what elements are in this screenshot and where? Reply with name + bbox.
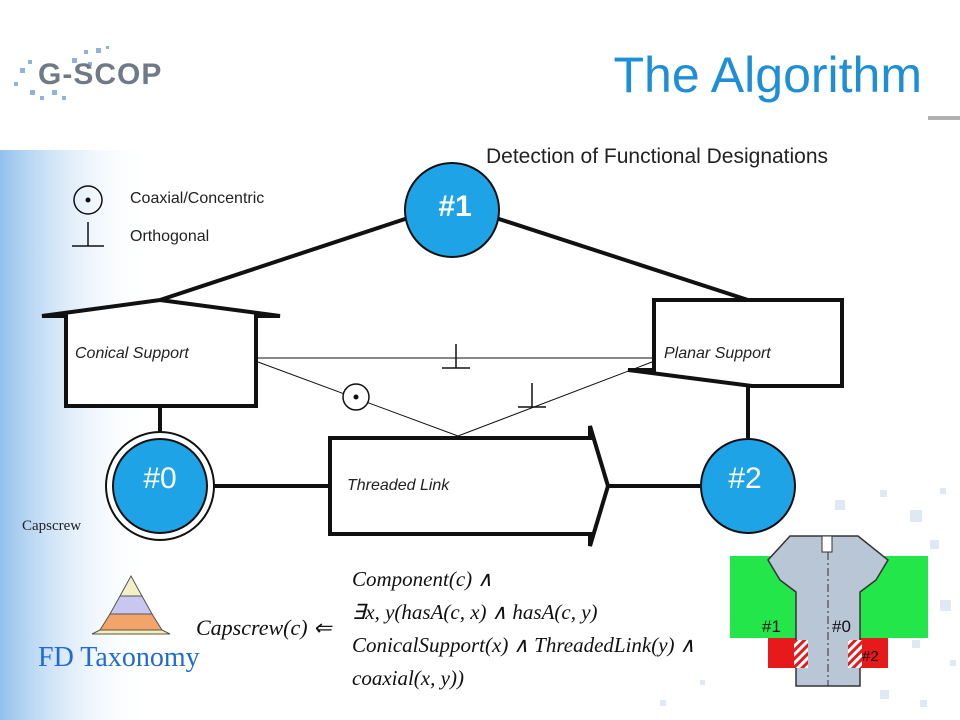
formula-line-4: coaxial(x, y)) [352,666,464,690]
logo-dots [14,46,109,100]
threaded-link-label: Threaded Link [347,477,450,494]
fd-taxonomy-label: FD Taxonomy [38,642,200,673]
coaxial-marker [342,383,370,411]
node-0-label: #0 [143,462,177,495]
orthogonal-legend-symbol [72,222,104,247]
logo-text: G-SCOP [38,58,163,91]
formula-lhs: Capscrew(c) ⇐ [196,615,332,640]
assembly-label-0: #0 [832,617,851,636]
coaxial-legend-symbol [73,185,103,215]
planar-support-label: Planar Support [664,345,771,362]
assembly-label-1: #1 [762,617,781,636]
formula-line-2: ∃x, y(hasA(c, x) ∧ hasA(c, y) [352,600,598,624]
page-title: The Algorithm [613,47,922,103]
formula-line-1: Component(c) ∧ [352,567,493,591]
assembly-cross-section [730,535,928,687]
node-1 [404,162,500,258]
subtitle: Detection of Functional Designations [486,145,829,168]
node-1-label: #1 [438,190,472,223]
orthogonal-marker-top [442,344,470,369]
threaded-link-shape [328,425,611,547]
legend-orthogonal-label: Orthogonal [130,228,210,245]
conical-support-shape [41,297,281,408]
node-2 [700,438,796,534]
planar-support-shape [627,298,844,388]
relation-lines [257,357,653,437]
taxonomy-pyramid [91,574,171,635]
legend-coaxial-label: Coaxial/Concentric [130,190,265,207]
formula-line-3: ConicalSupport(x) ∧ ThreadedLink(y) ∧ [352,633,696,657]
conical-support-label: Conical Support [75,345,189,362]
capscrew-label: Capscrew [22,518,82,534]
node-2-label: #2 [728,462,762,495]
assembly-label-2: #2 [862,648,879,665]
orthogonal-marker-right [518,383,546,408]
node-0 [105,431,215,541]
